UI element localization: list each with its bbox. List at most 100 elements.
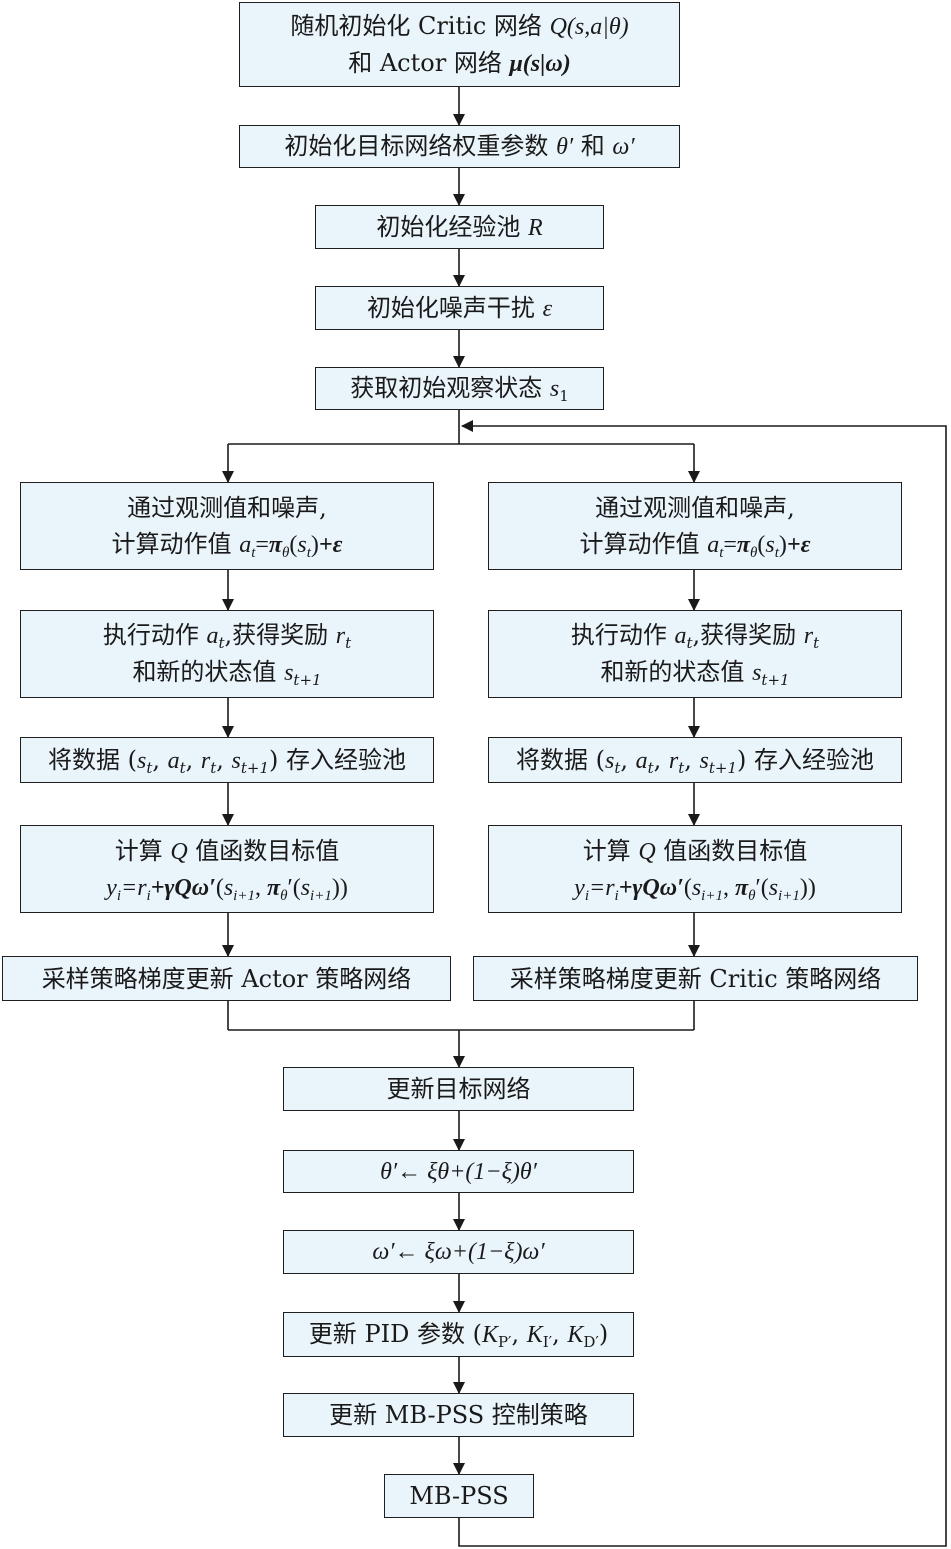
right-q-sep: ,	[722, 874, 735, 901]
left-execute-s-sub: t+1	[293, 671, 322, 689]
left-execute-r: r	[335, 623, 346, 649]
right-execute-mid: ,获得奖励	[692, 621, 804, 649]
left-q-line1: 计算 Q 值函数目标值	[115, 833, 340, 870]
right-q-open: (	[683, 874, 692, 901]
get-initial-observation-text: 获取初始观察状态	[350, 374, 550, 402]
left-action-open: (	[289, 531, 298, 558]
update-target-network-text: 更新目标网络	[386, 1075, 531, 1103]
right-store-data-line: 将数据 (st, at, rt, st+1) 存入经验池	[516, 742, 874, 779]
left-q-line1-text: 计算	[114, 836, 171, 865]
right-execute-a-sub: t	[686, 634, 693, 652]
update-pid-box: 更新 PID 参数 (KP′, KI′, KD′)	[283, 1312, 634, 1357]
left-store-sep3: ,	[216, 745, 232, 774]
right-action-formula: at=πθ(st)+ε	[707, 531, 811, 561]
right-q-line1-text: 计算	[582, 836, 639, 865]
right-store-r: r	[668, 747, 679, 774]
left-store-data-line: 将数据 (st, at, rt, st+1) 存入经验池	[48, 742, 406, 779]
left-q-gamma-term: +γQω′	[150, 874, 216, 901]
left-q-s-sub: i+1	[233, 887, 255, 904]
update-pid-line: 更新 PID 参数 (KP′, KI′, KD′)	[309, 1316, 608, 1353]
right-execute-r-sub: t	[813, 634, 820, 652]
init-critic-actor-line2: 和 Actor 网络 μ(s|ω)	[348, 45, 571, 82]
right-execute-s: s	[752, 660, 762, 686]
left-execute-action-line2: 和新的状态值 st+1	[132, 654, 321, 691]
left-q-eq-r: =r	[121, 874, 147, 901]
left-store-suffix: 存入经验池	[278, 745, 407, 774]
left-sample-update-box: 采样策略梯度更新 Actor 策略网络	[2, 956, 451, 1001]
right-store-sep1: ,	[620, 745, 636, 774]
left-q-y-sub: i	[116, 887, 121, 904]
theta-prime: θ′	[556, 134, 574, 160]
right-execute-action-text: 执行动作	[570, 621, 675, 649]
left-execute-line2-text: 和新的状态值	[132, 658, 285, 686]
init-critic-actor-box: 随机初始化 Critic 网络 Q(s,a|θ) 和 Actor 网络 μ(s|…	[239, 2, 680, 87]
left-q-sep: ,	[254, 874, 267, 901]
init-noise-box: 初始化噪声干扰 ε	[315, 286, 604, 330]
update-mbpss-policy-box: 更新 MB-PSS 控制策略	[283, 1393, 634, 1437]
left-action-a-sub: t	[251, 544, 256, 561]
left-action-s: s	[297, 531, 307, 558]
init-critic-actor-line1-text: 随机初始化 Critic 网络	[290, 11, 550, 40]
left-action-eq: =	[255, 531, 269, 558]
left-execute-action-line1: 执行动作 at,获得奖励 rt	[103, 617, 351, 654]
left-action-pi-sub: θ	[282, 544, 290, 561]
left-execute-mid: ,获得奖励	[224, 621, 336, 649]
left-q-line1-suffix: 值函数目标值	[187, 836, 340, 865]
left-q-symbol: Q	[170, 838, 188, 865]
left-q-s: s	[223, 874, 234, 901]
right-compute-action-line2-text: 计算动作值	[579, 529, 708, 558]
left-action-a: a	[239, 531, 252, 558]
right-action-eq: =	[723, 531, 737, 558]
right-store-a-sub: t	[647, 758, 654, 777]
left-store-open: (	[127, 745, 137, 774]
init-replay-pool-line: 初始化经验池 R	[376, 209, 542, 246]
right-store-data-box: 将数据 (st, at, rt, st+1) 存入经验池	[488, 737, 902, 783]
right-store-r-sub: t	[678, 758, 685, 777]
init-replay-pool-text: 初始化经验池	[376, 212, 528, 241]
right-compute-action-line2: 计算动作值 at=πθ(st)+ε	[580, 526, 811, 563]
left-store-s-next-sub: t+1	[240, 758, 270, 777]
init-target-weights-text: 初始化目标网络权重参数	[284, 132, 557, 160]
right-action-s-sub: t	[774, 544, 779, 561]
soft-update-omega-formula: ω′← ξω+(1−ξ)ω′	[372, 1239, 545, 1265]
right-action-plus-eps: +ε	[786, 531, 811, 558]
noise-symbol: ε	[542, 295, 553, 322]
soft-update-omega-box: ω′← ξω+(1−ξ)ω′	[283, 1230, 634, 1274]
right-sample-update-box: 采样策略梯度更新 Critic 策略网络	[473, 956, 918, 1001]
state-s-symbol: s	[549, 376, 560, 402]
update-pid-open: (	[472, 1320, 482, 1348]
right-action-pi-sub: θ	[750, 544, 758, 561]
right-q-prime: ′	[755, 874, 761, 901]
left-action-plus-eps: +ε	[318, 531, 343, 558]
left-store-a: a	[167, 747, 180, 774]
left-q-s2: s	[300, 874, 311, 901]
kp-subscript: P′	[497, 1333, 512, 1351]
init-noise-text: 初始化噪声干扰	[366, 293, 543, 322]
right-store-s: s	[604, 747, 615, 774]
left-execute-s: s	[284, 660, 294, 686]
left-q-pi-sub: θ	[280, 887, 288, 904]
left-execute-r-sub: t	[345, 634, 352, 652]
left-store-sep2: ,	[185, 745, 201, 774]
update-pid-text: 更新 PID 参数	[308, 1320, 473, 1348]
right-execute-action-line1: 执行动作 at,获得奖励 rt	[571, 617, 819, 654]
right-action-s: s	[765, 531, 775, 558]
omega-prime: ω′	[612, 134, 635, 160]
left-q-open2: (	[292, 874, 301, 901]
right-q-pi-sub: θ	[748, 887, 756, 904]
left-q-r-sub: i	[146, 887, 151, 904]
left-q-close: ))	[331, 874, 348, 901]
init-noise-line: 初始化噪声干扰 ε	[367, 290, 552, 327]
right-action-open: (	[757, 531, 766, 558]
left-compute-action-box: 通过观测值和噪声, 计算动作值 at=πθ(st)+ε	[20, 482, 434, 570]
left-q-open: (	[215, 874, 224, 901]
right-q-eq-r: =r	[589, 874, 615, 901]
right-store-s-next: s	[699, 747, 709, 774]
right-q-target-formula: yi=ri+γQω′(si+1, πθ′(si+1))	[574, 870, 816, 906]
left-store-close: )	[269, 745, 279, 774]
left-execute-action-box: 执行动作 at,获得奖励 rt 和新的状态值 st+1	[20, 610, 434, 698]
right-store-suffix: 存入经验池	[746, 745, 875, 774]
right-store-sep3: ,	[684, 745, 700, 774]
right-action-a: a	[707, 531, 720, 558]
right-action-pi: π	[736, 531, 751, 558]
